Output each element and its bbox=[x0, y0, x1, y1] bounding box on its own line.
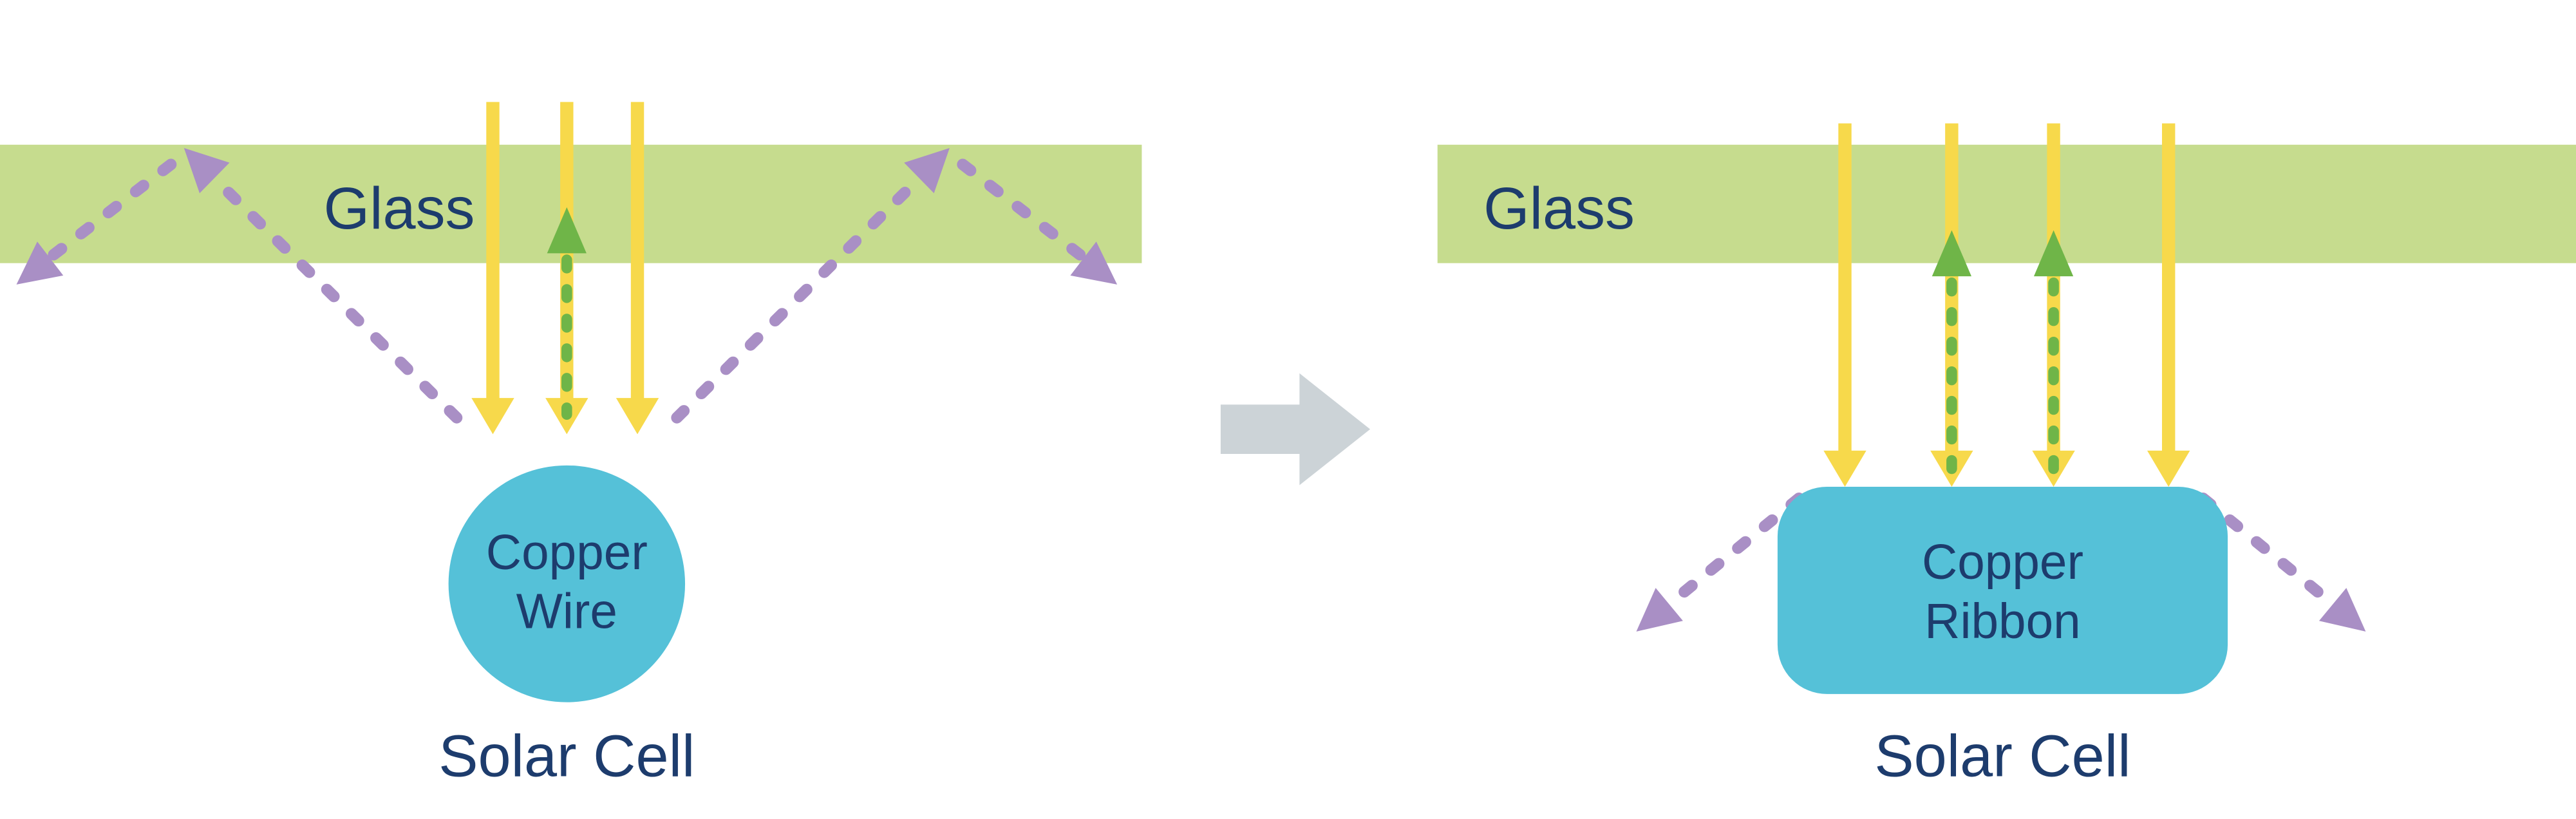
arrowhead bbox=[1823, 450, 1866, 487]
reflected-light-arrow bbox=[2033, 230, 2074, 479]
arrowhead bbox=[1070, 241, 1118, 285]
escaped-light-path bbox=[957, 158, 1097, 269]
sunlight-arrow bbox=[2147, 123, 2190, 487]
sunlight-arrow bbox=[616, 102, 659, 435]
sunlight-arrow bbox=[1823, 123, 1866, 487]
arrowhead bbox=[183, 147, 230, 194]
escaped-light-path bbox=[37, 158, 177, 269]
copper-ribbon-label-line1: Copper bbox=[1922, 535, 2083, 590]
arrowhead bbox=[2318, 588, 2366, 632]
reflected-light-arrow bbox=[1932, 230, 1971, 479]
escaped-light-path bbox=[671, 171, 926, 424]
arrowhead bbox=[1932, 230, 1971, 277]
escaped-light-arrow bbox=[671, 147, 1118, 424]
copper-wire-label-line1: Copper bbox=[486, 525, 648, 580]
sunlight-arrow bbox=[471, 102, 514, 435]
copper-ribbon-label-line2: Ribbon bbox=[1924, 594, 2081, 649]
escaped-light-arrow bbox=[16, 147, 463, 424]
arrowhead bbox=[904, 147, 950, 194]
arrowhead bbox=[616, 398, 659, 435]
escaped-light-path bbox=[1660, 492, 1805, 613]
right-block-arrow-icon bbox=[1220, 373, 1371, 485]
escaped-light-path bbox=[207, 171, 463, 424]
solar-cell-caption: Solar Cell bbox=[438, 724, 695, 789]
arrowhead bbox=[547, 207, 587, 254]
solar-cell-caption: Solar Cell bbox=[1874, 724, 2130, 789]
glass-label: Glass bbox=[324, 176, 475, 241]
right-panel: Glass bbox=[1437, 123, 2576, 789]
copper-wire-shape bbox=[448, 465, 686, 702]
copper-wire-label-line2: Wire bbox=[516, 585, 617, 639]
arrowhead bbox=[471, 398, 514, 435]
transition-arrow bbox=[1220, 373, 1371, 485]
arrowhead bbox=[16, 241, 64, 285]
arrowhead bbox=[1636, 588, 1683, 632]
reflected-light-arrow bbox=[547, 207, 587, 420]
arrowhead bbox=[2147, 450, 2190, 487]
copper-ribbon-shape bbox=[1777, 487, 2228, 694]
escaped-light-arrow bbox=[2197, 492, 2366, 632]
glass-label: Glass bbox=[1483, 176, 1635, 241]
glass-band bbox=[1437, 144, 2576, 263]
escaped-light-arrow bbox=[1636, 492, 1805, 632]
arrowhead bbox=[2033, 230, 2074, 277]
left-panel: Glass bbox=[0, 102, 1142, 789]
escaped-light-path bbox=[2197, 492, 2342, 613]
